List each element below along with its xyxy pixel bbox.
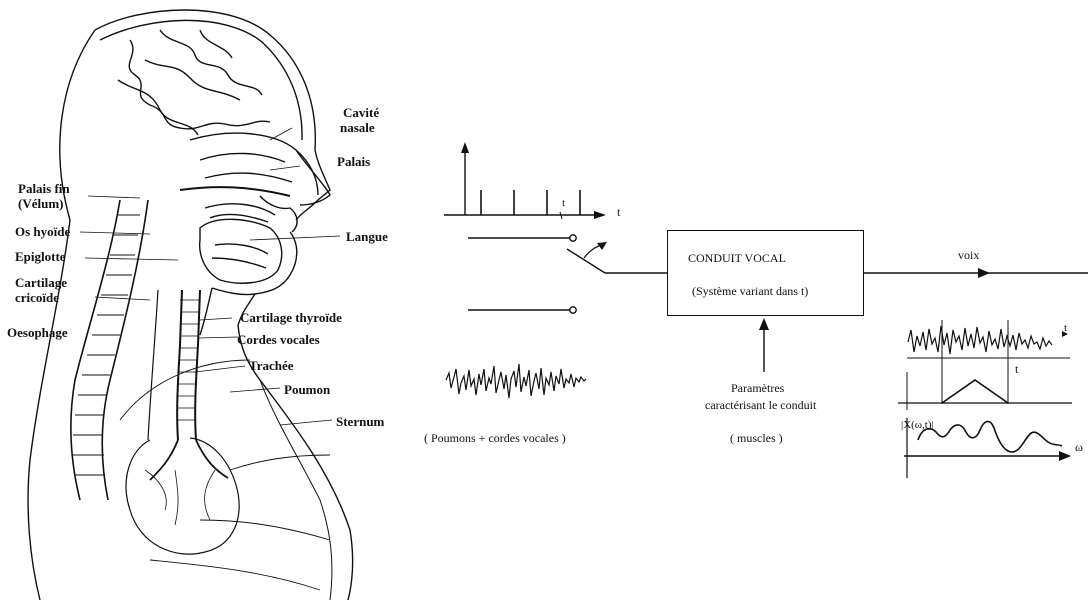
anatomy-drawing — [28, 10, 353, 600]
label-palais-fin-2: (Vélum) — [18, 196, 64, 211]
spectrum-label: |X(ω,t)| — [901, 419, 934, 431]
label-cartilage-thyroide: Cartilage thyroïde — [240, 310, 342, 325]
muscles-label: ( muscles ) — [730, 431, 783, 446]
conduit-subtitle: (Système variant dans t) — [692, 284, 808, 299]
window-t-label: t — [1015, 362, 1018, 377]
label-os-hyoide: Os hyoïde — [15, 224, 70, 239]
label-palais-fin-1: Palais fin — [18, 181, 70, 196]
label-palais: Palais — [337, 154, 370, 169]
label-langue: Langue — [346, 229, 388, 244]
label-cartilage-cricoide-2: cricoïde — [15, 290, 59, 305]
parameters-arrow-head — [759, 318, 769, 330]
label-cavite-nasale-1: Cavité — [343, 105, 379, 120]
excitation-y-arrow — [461, 142, 469, 153]
excitation-x-arrow — [594, 211, 606, 219]
spectrum-x-arrow — [1059, 451, 1071, 461]
switch-contact-bottom — [570, 307, 576, 313]
label-trachee: Trachée — [249, 358, 294, 373]
speech-waveform — [908, 326, 1052, 354]
parametres-label-1: Paramètres — [731, 381, 784, 396]
spectrum-curve — [918, 421, 1062, 452]
source-caption: ( Poumons + cordes vocales ) — [424, 431, 566, 446]
triangular-window — [942, 380, 1008, 403]
excitation-t-tick-label: t — [562, 197, 565, 209]
label-cartilage-cricoide-1: Cartilage — [15, 275, 67, 290]
label-cavite-nasale-2: nasale — [340, 120, 375, 135]
label-poumon: Poumon — [284, 382, 330, 397]
noise-waveform — [446, 364, 586, 398]
impulse-train — [481, 190, 580, 215]
speech-t-label: t — [1064, 322, 1067, 334]
conduit-vocal-box — [667, 230, 864, 316]
label-sternum: Sternum — [336, 414, 384, 429]
switch-contact-top — [570, 235, 576, 241]
label-oesophage: Oesophage — [7, 325, 68, 340]
switch-blade — [567, 249, 605, 273]
output-label: voix — [958, 248, 979, 263]
parametres-label-2: caractérisant le conduit — [705, 398, 816, 413]
label-cordes-vocales: Cordes vocales — [237, 332, 320, 347]
label-epiglotte: Epiglotte — [15, 249, 66, 264]
omega-label: ω — [1075, 440, 1083, 455]
output-arrow-head — [978, 268, 990, 278]
excitation-t-axis-label: t — [617, 205, 620, 220]
conduit-title: CONDUIT VOCAL — [688, 251, 786, 266]
